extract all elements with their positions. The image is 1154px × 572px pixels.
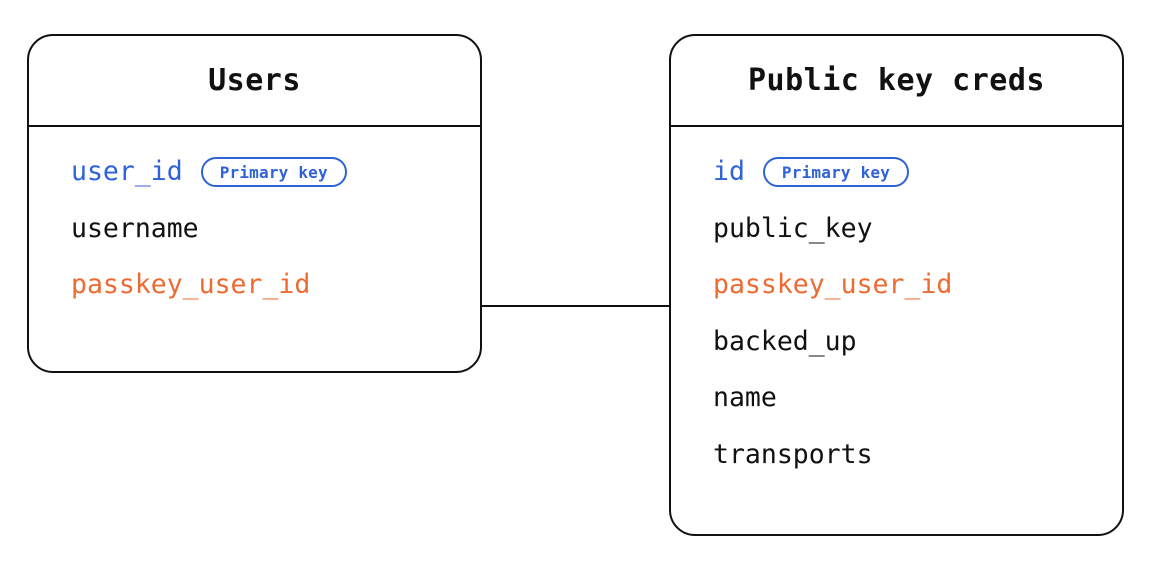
primary-key-badge: Primary key (762, 157, 910, 188)
entity-title: Public key creds (748, 63, 1045, 98)
field-name: backed_up (713, 325, 857, 357)
field-row[interactable]: username (71, 201, 460, 258)
entity-header-public-key-creds: Public key creds (671, 36, 1122, 127)
field-name: username (71, 212, 199, 244)
entity-title: Users (208, 63, 301, 98)
field-row[interactable]: passkey_user_id (713, 257, 1102, 314)
field-name: passkey_user_id (71, 269, 311, 300)
entity-header-users: Users (29, 36, 480, 127)
field-row[interactable]: public_key (713, 201, 1102, 258)
primary-key-badge: Primary key (200, 157, 347, 188)
field-row[interactable]: name (713, 370, 1102, 427)
field-name: name (713, 382, 777, 413)
field-row[interactable]: backed_up (713, 314, 1102, 371)
relationship-connector-users-to-creds (481, 305, 670, 308)
field-name: passkey_user_id (713, 269, 953, 300)
entity-field-list-users: user_id Primary key username passkey_user_i… (29, 127, 480, 314)
field-row[interactable]: id Primary key (713, 144, 1102, 201)
field-name: user_id (71, 156, 183, 187)
field-row[interactable]: transports (713, 427, 1102, 484)
field-name: id (713, 156, 745, 187)
field-name: public_key (713, 212, 873, 244)
field-row[interactable]: passkey_user_id (71, 257, 460, 314)
field-row[interactable]: user_id Primary key (71, 144, 460, 201)
field-name: transports (713, 438, 873, 470)
entity-box-users[interactable]: Users user_id Primary key username passkey_u… (27, 34, 482, 373)
primary-key-badge-label: Primary key (219, 162, 328, 182)
primary-key-badge-label: Primary key (781, 162, 891, 182)
